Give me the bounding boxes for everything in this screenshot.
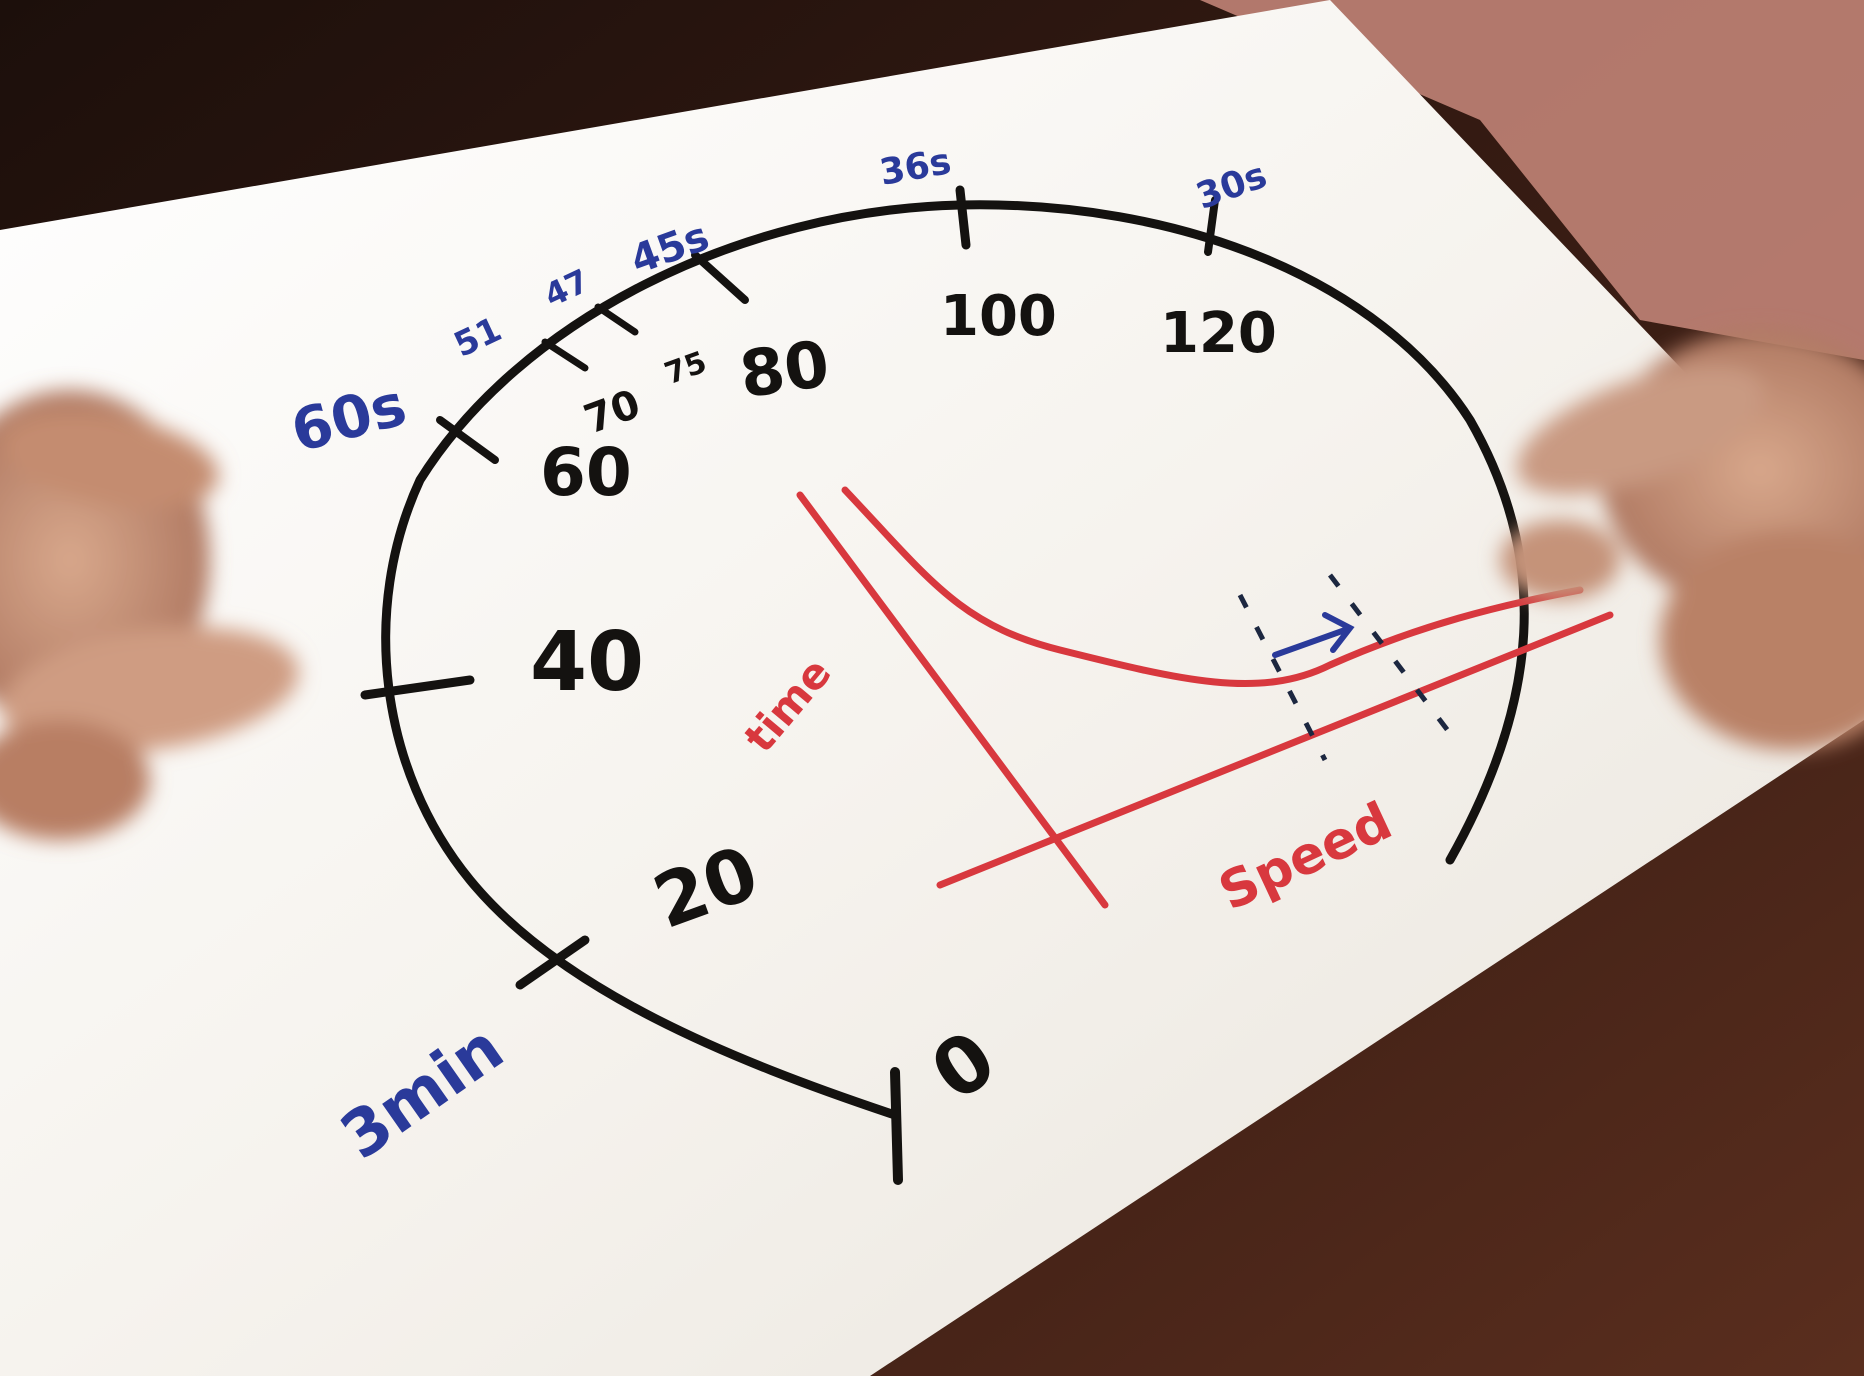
left-hand (0, 390, 299, 840)
tick-120 (1204, 196, 1219, 256)
tick-80 (691, 251, 749, 304)
blue-arrow (1272, 612, 1355, 658)
dashed-guide-1 (1237, 593, 1328, 762)
speed-label-120: 120 (1160, 301, 1277, 366)
speed-label-40: 40 (530, 615, 644, 710)
time-curve (841, 486, 1584, 687)
pink-cloth (1200, 0, 1864, 360)
tick-0 (890, 1067, 903, 1185)
tick-70 (541, 338, 589, 372)
dashed-guides (1237, 573, 1457, 762)
x-axis (936, 611, 1614, 889)
dial-arc (381, 200, 1529, 1120)
speed-label-80: 80 (735, 328, 833, 414)
tick-20 (515, 935, 590, 990)
speed-label-60: 60 (540, 434, 632, 511)
red-graph (796, 486, 1614, 909)
dial-drawing (360, 185, 1529, 1185)
tick-40 (360, 675, 475, 700)
tick-60 (436, 416, 499, 464)
tick-75 (594, 303, 639, 336)
speed-label-100: 100 (940, 284, 1057, 349)
tick-100 (955, 185, 971, 250)
right-hand (1500, 330, 1864, 750)
